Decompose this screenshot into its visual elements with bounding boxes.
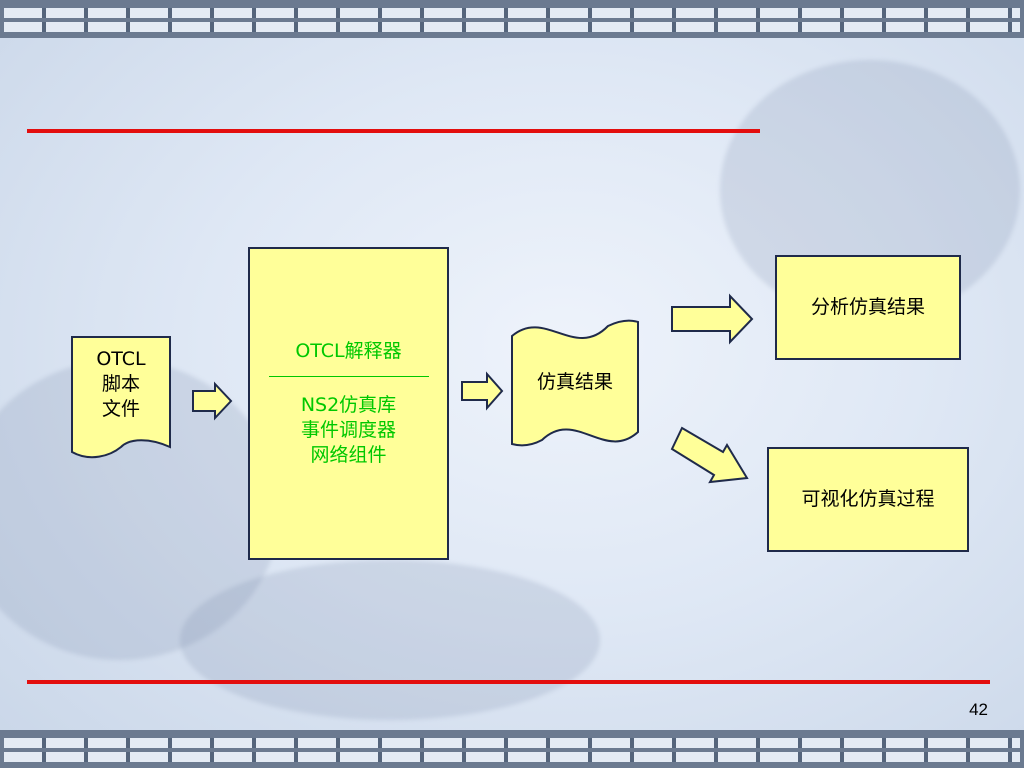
network-components-label: 网络组件 <box>310 444 387 466</box>
arrow-to-analysis <box>671 293 754 345</box>
interpreter-divider <box>268 376 429 377</box>
arrow-to-visualization <box>670 426 749 484</box>
analysis-label: 分析仿真结果 <box>810 296 925 318</box>
arrow-to-ns2 <box>192 381 233 421</box>
top-border <box>0 0 1024 38</box>
background-wall <box>180 560 600 720</box>
otcl-document-shape <box>71 336 171 459</box>
otcl-file-line2: 脚本 <box>101 373 140 395</box>
sim-result-label: 仿真结果 <box>536 371 613 393</box>
visualization-box: 可视化仿真过程 <box>767 447 969 552</box>
otcl-file-label: OTCL 脚本 文件 <box>72 347 170 422</box>
ns2-library-label: NS2仿真库 <box>300 394 397 416</box>
otcl-file-line3: 文件 <box>101 398 140 420</box>
analysis-box: 分析仿真结果 <box>775 255 961 360</box>
bottom-border <box>0 730 1024 768</box>
arrow-to-sim-result <box>461 371 504 411</box>
visualization-label: 可视化仿真过程 <box>801 488 935 510</box>
otcl-file-line1: OTCL <box>96 348 146 370</box>
top-red-rule <box>27 129 760 133</box>
otcl-interpreter-label: OTCL解释器 <box>295 340 402 362</box>
page-number: 42 <box>969 700 988 719</box>
ns2-box: OTCL解释器 NS2仿真库 事件调度器 网络组件 <box>248 247 449 560</box>
sim-result-banner-shape <box>511 319 639 447</box>
bottom-red-rule <box>27 680 990 684</box>
event-scheduler-label: 事件调度器 <box>300 419 396 441</box>
